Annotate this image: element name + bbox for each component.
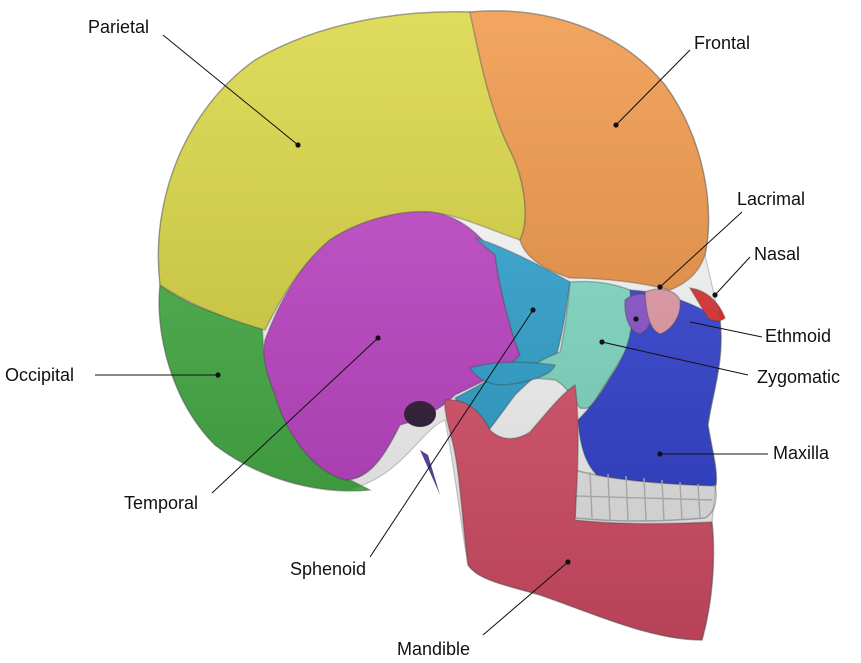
dot-nasal [712,292,718,298]
label-occipital: Occipital [5,365,75,385]
label-frontal: Frontal [694,33,751,53]
leader-frontal [615,49,691,126]
label-maxilla: Maxilla [773,443,830,463]
leader-parietal [162,34,299,146]
leader-mandible [482,561,569,636]
dot-frontal [613,122,619,128]
dot-parietal [295,142,301,148]
dot-maxilla [657,451,663,457]
label-zygomatic: Zygomatic [757,367,841,387]
dot-ethmoid [633,316,639,322]
dot-temporal [375,335,381,341]
label-parietal: Parietal [88,17,150,37]
dot-lacrimal [657,284,663,290]
leader-lacrimal [659,211,743,288]
leader-zygomatic [601,341,749,376]
leader-temporal [211,337,379,494]
label-lacrimal: Lacrimal [737,189,806,209]
dot-sphenoid [530,307,536,313]
styloid-process [420,450,440,495]
dot-mandible [565,559,571,565]
leader-lines [95,34,768,636]
dot-zygomatic [599,339,605,345]
leader-ethmoid [689,321,763,338]
anchor-dots [215,122,718,565]
label-ethmoid: Ethmoid [765,326,832,346]
dot-occipital [215,372,221,378]
leader-sphenoid [369,309,534,558]
label-mandible: Mandible [397,639,471,659]
label-nasal: Nasal [754,244,801,264]
leader-nasal [714,256,751,296]
label-temporal: Temporal [124,493,199,513]
label-sphenoid: Sphenoid [290,559,367,579]
